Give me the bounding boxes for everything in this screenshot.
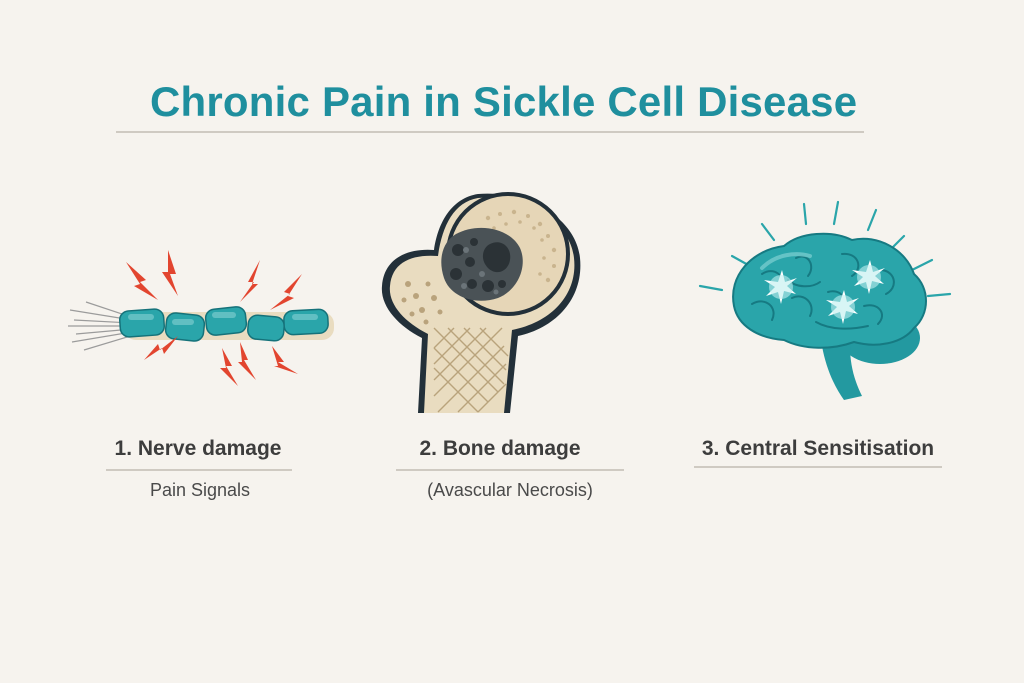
section-1-subtitle: Pain Signals xyxy=(149,480,251,500)
section-1-caption: 1. Nerve damage xyxy=(114,437,282,460)
section-2-subtitle: (Avascular Necrosis) xyxy=(427,480,593,500)
section-3-divider xyxy=(694,466,942,468)
page-title: Chronic Pain in Sickle Cell Disease xyxy=(150,78,858,125)
title-divider xyxy=(116,131,864,133)
section-3-caption: 3. Central Sensitisation xyxy=(701,437,935,460)
section-2-divider xyxy=(396,469,624,471)
femur-bone-icon xyxy=(381,192,581,413)
section-2-caption: 2. Bone damage xyxy=(419,437,581,460)
damaged-nerve-icon xyxy=(68,250,334,386)
sensitised-brain-icon xyxy=(698,200,952,400)
section-1-divider xyxy=(106,469,292,471)
